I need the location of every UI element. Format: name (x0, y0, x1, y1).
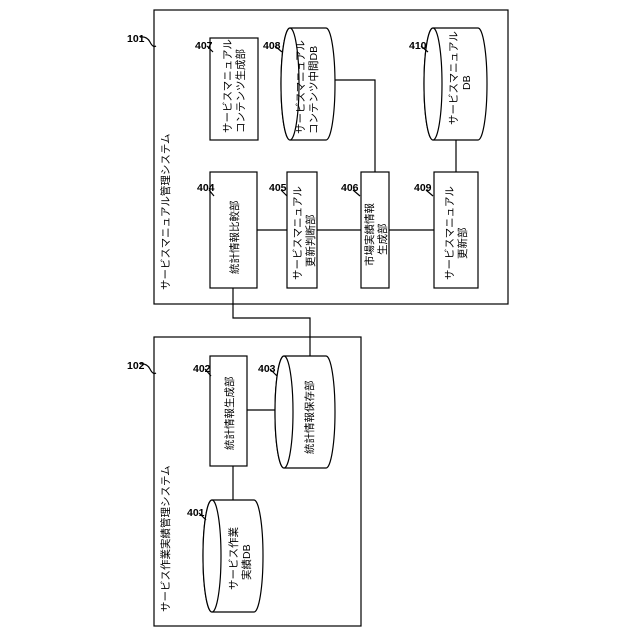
block-408-label-1: サービスマニュアル (295, 40, 307, 134)
block-407-label-1: サービスマニュアル (222, 39, 234, 133)
block-407-ref: 407 (195, 40, 213, 52)
block-403-ref: 403 (258, 363, 276, 375)
system-102-ref: 102 (127, 360, 145, 372)
block-401-ref: 401 (187, 507, 205, 519)
block-403-label: 統計情報保存部 (303, 381, 316, 455)
block-410-ref: 410 (409, 40, 427, 52)
block-401-label-2: 実績DB (240, 544, 253, 580)
block-401-label-1: サービス作業 (227, 527, 240, 590)
block-410-label-2: DB (461, 75, 473, 90)
block-404-label: 統計情報比較部 (228, 201, 241, 275)
block-410-label-1: サービスマニュアル (448, 31, 460, 125)
block-405-label-1: サービスマニュアル (292, 186, 304, 280)
block-404-ref: 404 (197, 182, 215, 194)
block-409-label-2: 更新部 (456, 228, 469, 260)
block-408-label-2: コンテンツ中間DB (307, 46, 320, 134)
system-101-ref: 101 (127, 33, 145, 45)
block-402-label: 統計情報生成部 (223, 377, 236, 451)
block-407-box (210, 38, 258, 140)
block-408-ref: 408 (263, 40, 281, 52)
block-406-label-1: 市場実績情報 (363, 203, 376, 266)
block-407-label-2: コンテンツ生成部 (234, 49, 247, 133)
block-405-label-2: 更新判断部 (304, 215, 317, 268)
block-409-box (434, 172, 478, 288)
block-406-label-2: 生成部 (376, 224, 389, 256)
system-101-title: サービスマニュアル管理システム (159, 133, 172, 290)
system-102-title: サービス作業実績管理システム (159, 465, 172, 612)
block-409-label-1: サービスマニュアル (444, 186, 456, 280)
